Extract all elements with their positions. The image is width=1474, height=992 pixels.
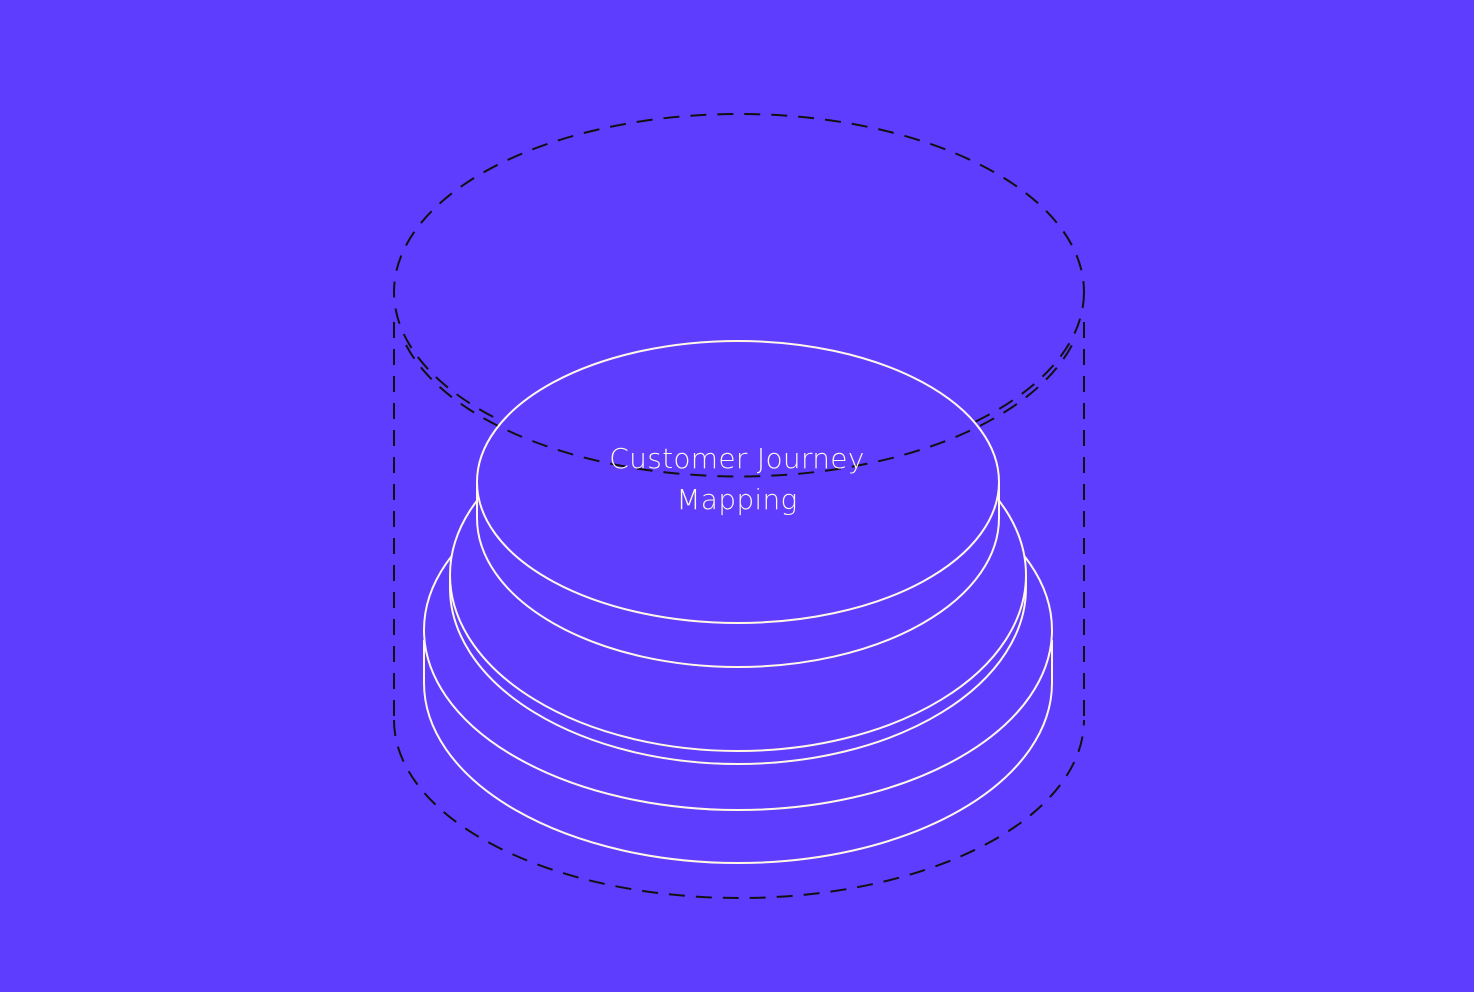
dashed-front-arc-overlay bbox=[405, 344, 1073, 478]
disc-layer-top bbox=[476, 340, 1000, 624]
dashed-bottom-arc bbox=[393, 719, 1085, 899]
dashed-top-ellipse bbox=[393, 113, 1085, 471]
diagram-title: Customer Journey Mapping bbox=[537, 438, 937, 520]
dashed-container-cylinder bbox=[393, 113, 1085, 899]
stacked-discs bbox=[423, 340, 1053, 864]
diagram-title-line-1: Customer Journey bbox=[609, 442, 865, 475]
diagram-title-line-2: Mapping bbox=[676, 483, 798, 516]
